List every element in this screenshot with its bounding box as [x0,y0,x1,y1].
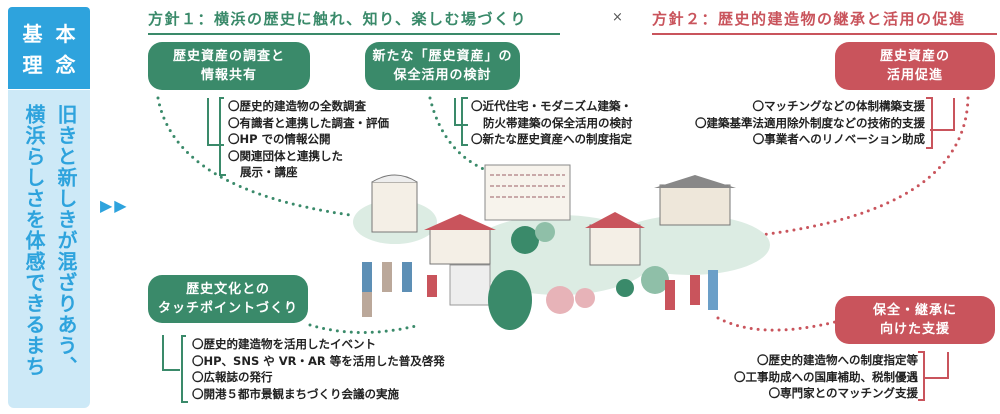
list-item: 〇新たな歴史資産への制度指定 [471,132,632,146]
list-item: 〇関連団体と連携した [228,148,343,163]
heading-char: 念 [55,53,76,77]
list-item: 展示・講座 [240,165,298,179]
list-item: 〇HP、SNS や VR・AR 等を活用した普及啓発 [192,353,445,368]
box-label: 活用促進 [886,68,943,83]
townscape-illustration [353,164,770,330]
box-label: 情報共有 [200,68,257,83]
box-label: 保全活用の検討 [393,68,492,83]
utilization-list: 〇マッチングなどの体制構築支援 〇建築基準法適用除外制度などの技術的支援 〇事業… [695,98,925,148]
heading-char: 本 [55,22,76,46]
box-label: タッチポイントづくり [157,301,298,316]
list-item: 〇歴史的建造物を活用したイベント [192,337,376,351]
times-symbol: × [612,10,623,25]
box-label: 歴史文化との [186,282,270,297]
list-item: 〇専門家とのマッチング支援 [768,386,918,400]
box-new-assets: 新たな「歴史資産」の保全活用の検討 [365,42,520,90]
list-item: 〇広報誌の発行 [192,370,273,384]
box-preservation: 保全・継承に向けた支援 [835,296,995,344]
preservation-list: 〇歴史的建造物への制度指定等 〇工事助成への国庫補助、税制優遇 〇専門家とのマッ… [734,352,918,402]
bracket-survey [207,97,226,176]
philosophy-line-1: 旧きと新しきが混ざりあう、 [54,104,78,377]
dotted-connector [716,316,837,332]
list-item: 〇事業者へのリノベーション助成 [752,132,925,146]
policy-2-title: 方針２：歴史的建造物の継承と活用の促進 [652,8,997,35]
dotted-connector [758,96,970,237]
touchpoint-list: 〇歴史的建造物を活用したイベント 〇HP、SNS や VR・AR 等を活用した普… [192,336,445,402]
box-label: 保全・継承に [872,303,957,318]
list-item: 〇マッチングなどの体制構築支援 [752,99,926,113]
list-item: 〇建築基準法適用除外制度などの技術的支援 [695,115,925,130]
list-item: 〇近代住宅・モダニズム建築・ [471,99,632,113]
box-touchpoint: 歴史文化とのタッチポイントづくり [148,275,308,323]
double-arrow-icon: ▶▶ [100,196,129,215]
heading-char: 基 [22,22,43,46]
philosophy-line-2: 横浜らしさを体感できるまち [22,104,46,377]
list-item: 〇工事助成への国庫補助、税制優遇 [734,369,918,384]
survey-list: 〇歴史的建造物の全数調査 〇有識者と連携した調査・評価 〇HP での情報公開 〇… [228,98,389,181]
basic-philosophy-heading: 基 本 理 念 [8,7,90,89]
list-item: 〇歴史的建造物への制度指定等 [757,353,918,367]
list-item: 防火帯建築の保全活用の検討 [483,115,633,130]
list-item: 〇有識者と連携した調査・評価 [228,115,389,130]
box-label: 向けた支援 [879,322,950,337]
heading-char: 理 [22,53,43,77]
bracket-utilization [926,97,955,149]
list-item: 〇HP での情報公開 [228,132,331,146]
basic-philosophy-text: 旧きと新しきが混ざりあう、 横浜らしさを体感できるまち [8,90,90,408]
dotted-connector [308,323,422,334]
new-assets-list: 〇近代住宅・モダニズム建築・ 防火帯建築の保全活用の検討 〇新たな歴史資産への制… [471,98,633,148]
bracket-new-assets [454,97,468,146]
box-label: 歴史資産の [879,49,950,64]
bracket-touchpoint [162,335,188,403]
list-item: 〇歴史的建造物の全数調査 [228,99,366,113]
box-utilization: 歴史資産の活用促進 [835,42,995,90]
dotted-connector [156,96,352,217]
policy-1-title: 方針１：横浜の歴史に触れ、知り、楽しむ場づくり [148,8,560,35]
box-label: 新たな「歴史資産」の [372,49,513,64]
box-label: 歴史資産の調査と [172,49,285,64]
box-survey-info-sharing: 歴史資産の調査と情報共有 [148,42,310,90]
bracket-preservation [918,351,949,401]
list-item: 〇開港５都市景観まちづくり会議の実施 [192,386,399,401]
